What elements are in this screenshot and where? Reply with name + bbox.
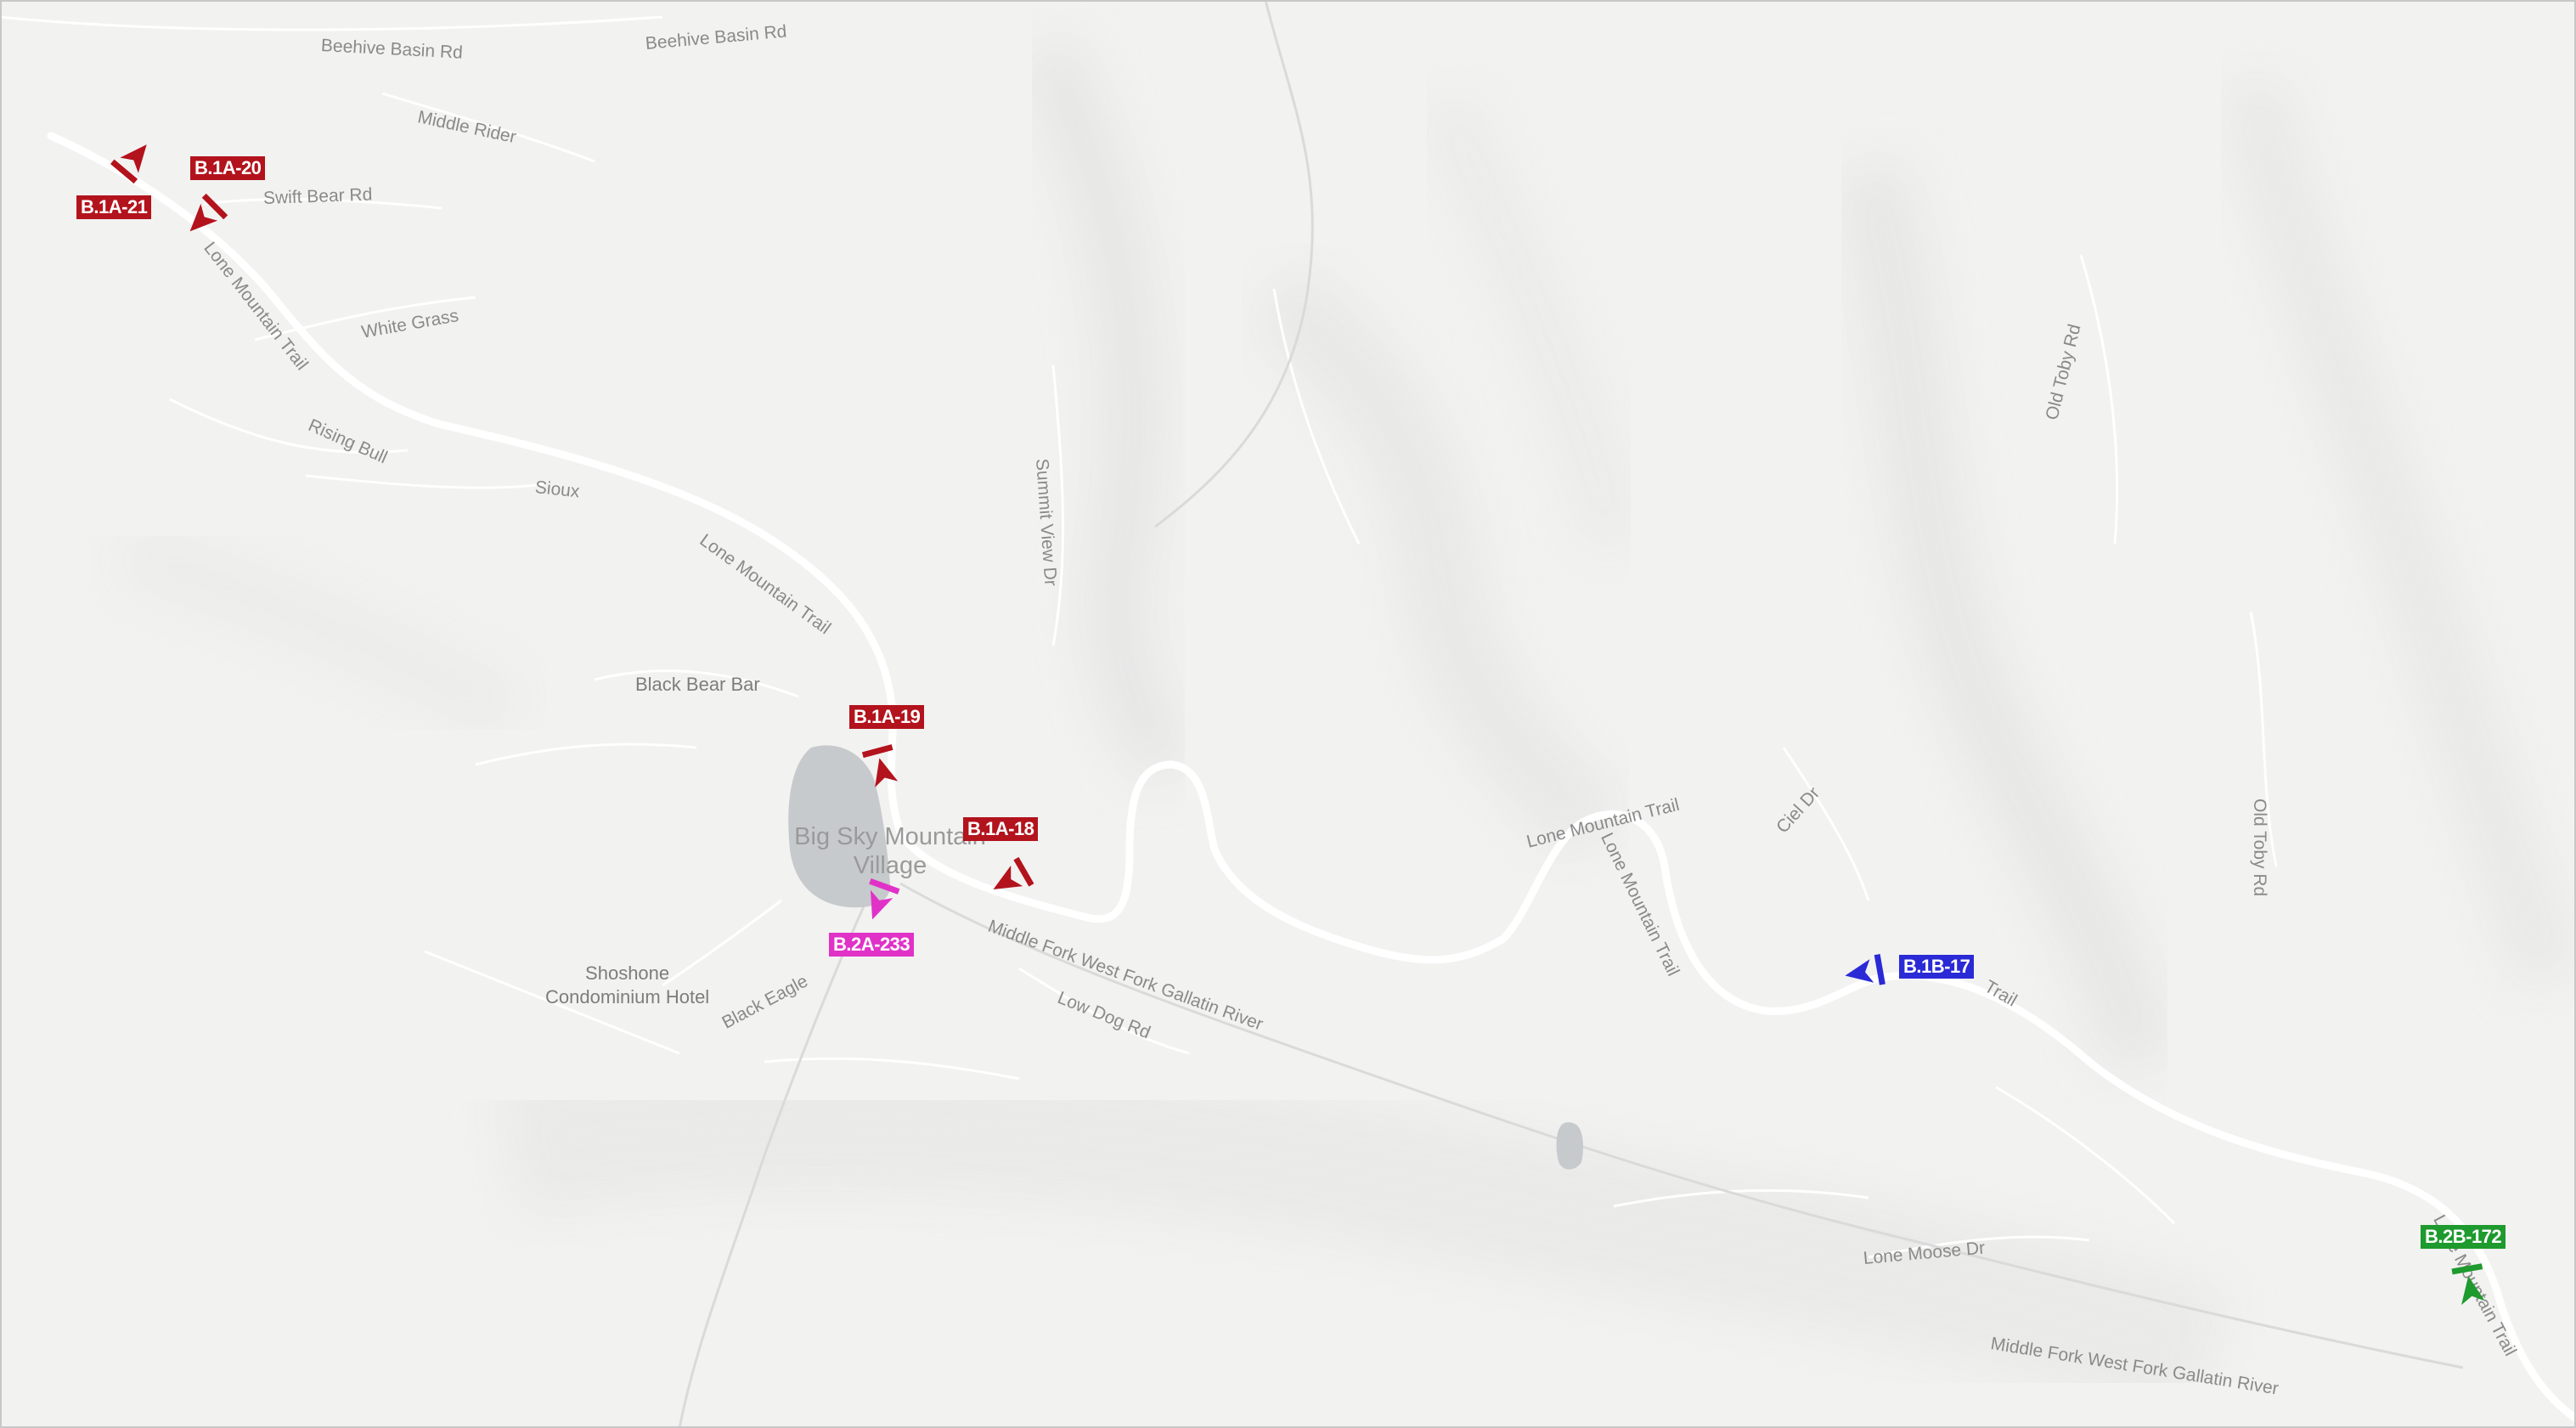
direction-arrow-icon <box>189 193 228 232</box>
marker-label-b1a-21[interactable]: B.1A-21 <box>76 195 152 219</box>
road-label-swift-bear-rd: Swift Bear Rd <box>262 184 373 208</box>
place-label-big-sky-mountain-village: Big Sky Mountain Village <box>788 822 992 880</box>
place-label-black-bear-bar: Black Bear Bar <box>635 674 760 695</box>
marker-label-b1a-18[interactable]: B.1A-18 <box>963 817 1039 841</box>
direction-arrow-icon <box>869 878 900 920</box>
marker-label-b1b-17[interactable]: B.1B-17 <box>1899 955 1975 979</box>
marker-label-b2b-172[interactable]: B.2B-172 <box>2421 1225 2506 1249</box>
place-label-line: Condominium Hotel <box>545 986 710 1008</box>
direction-arrow-icon <box>2451 1263 2485 1306</box>
marker-label-b1a-20[interactable]: B.1A-20 <box>190 156 266 180</box>
marker-b1a-21-icon[interactable] <box>107 136 158 187</box>
direction-arrow-icon <box>110 144 147 184</box>
place-label-shoshone-hotel: Shoshone Condominium Hotel <box>545 962 709 1009</box>
lake-village <box>788 745 891 908</box>
place-label-line: Big Sky Mountain <box>794 823 986 850</box>
place-label-line: Shoshone <box>585 962 670 984</box>
main-road-lone-mountain-trail <box>47 132 2576 1423</box>
lake-small <box>1556 1122 1583 1170</box>
marker-b1a-18-icon[interactable] <box>987 853 1038 904</box>
minor-roads <box>0 15 2278 1259</box>
direction-arrow-icon <box>1845 953 1885 985</box>
marker-label-b2a-233[interactable]: B.2A-233 <box>829 933 915 957</box>
marker-b1a-20-icon[interactable] <box>180 190 231 241</box>
marker-b1a-19-icon[interactable] <box>856 741 907 792</box>
place-label-line: Village <box>853 852 927 879</box>
marker-b2b-172-icon[interactable] <box>2444 1259 2495 1310</box>
marker-b1b-17-icon[interactable] <box>1841 946 1892 997</box>
road-label-old-toby-rd: Old Toby Rd <box>2250 799 2269 897</box>
marker-label-b1a-19[interactable]: B.1A-19 <box>849 705 925 729</box>
river-lines <box>678 0 2464 1428</box>
direction-arrow-icon <box>993 856 1034 889</box>
terrain-shading <box>117 37 2576 1424</box>
direction-arrow-icon <box>861 744 899 787</box>
marker-b2a-233-icon[interactable] <box>854 873 905 924</box>
